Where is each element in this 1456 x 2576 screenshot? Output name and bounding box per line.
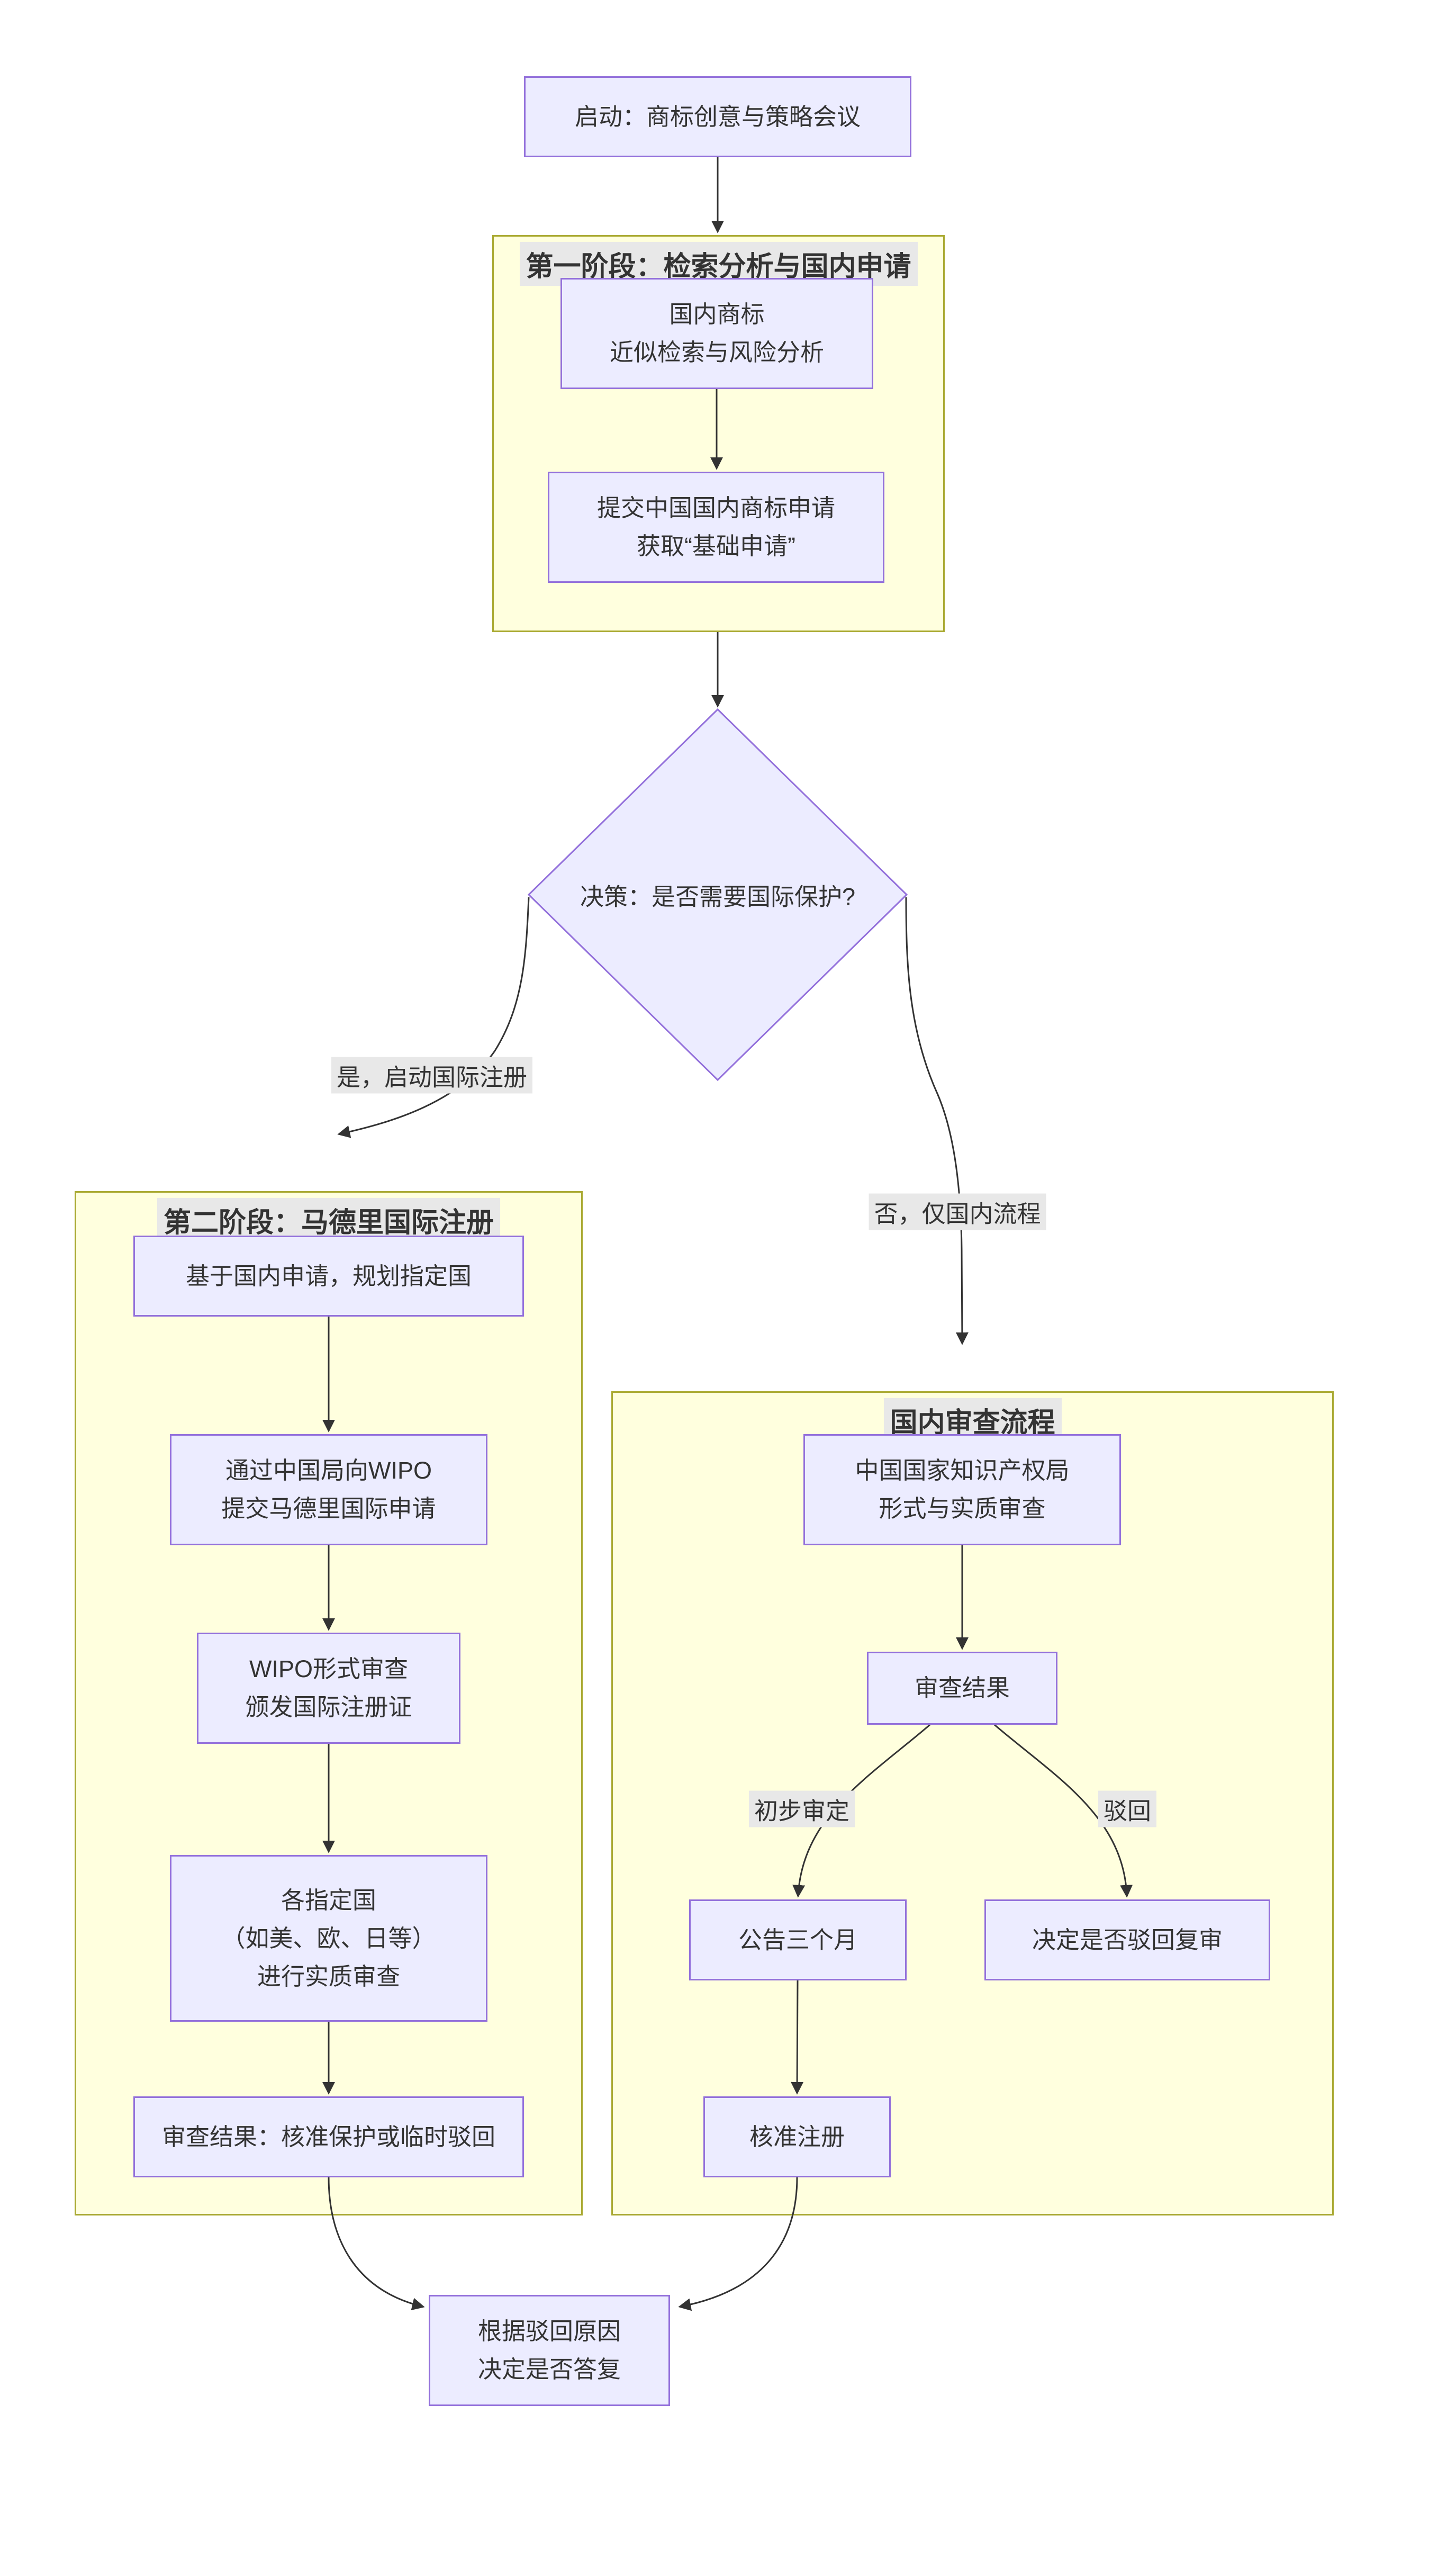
node-refusal-review: 决定是否驳回复审 [984, 1899, 1270, 1980]
node-cnipa-exam: 中国国家知识产权局 形式与实质审查 [803, 1434, 1121, 1545]
node-madrid-result: 审查结果：核准保护或临时驳回 [133, 2096, 524, 2177]
edge-label-preliminary: 初步审定 [748, 1790, 855, 1827]
node-submit-domestic: 提交中国国内商标申请 获取“基础申请” [548, 472, 884, 583]
edge-register-respond [678, 2177, 798, 2311]
node-decision-label: 决策：是否需要国际保护? [580, 883, 856, 911]
node-wipo-exam: WIPO形式审查 颁发国际注册证 [197, 1633, 460, 1744]
node-respond: 根据驳回原因 决定是否答复 [429, 2295, 670, 2406]
edge-decision-domestic [905, 897, 969, 1345]
node-designated-exam: 各指定国 （如美、欧、日等） 进行实质审查 [170, 1855, 487, 2022]
node-plan-countries: 基于国内申请，规划指定国 [133, 1236, 524, 1317]
edge-madridresult-respond [328, 2177, 425, 2311]
decision-diamond-shape [527, 708, 908, 1082]
node-wipo-submit: 通过中国局向WIPO 提交马德里国际申请 [170, 1434, 487, 1545]
edge-label-yes: 是，启动国际注册 [331, 1057, 533, 1094]
node-register: 核准注册 [703, 2096, 891, 2177]
edge-label-refused: 驳回 [1098, 1790, 1157, 1827]
edge-decision-phase2 [337, 897, 530, 1138]
edge-publication-register [791, 1980, 804, 2095]
edge-result-refusalreview [994, 1724, 1133, 1898]
cluster-phase2-title: 第二阶段：马德里国际注册 [157, 1198, 501, 1242]
node-start: 启动：商标创意与策略会议 [524, 76, 911, 157]
edge-label-no: 否，仅国内流程 [869, 1193, 1046, 1230]
node-publication: 公告三个月 [689, 1899, 907, 1980]
node-domestic-search: 国内商标 近似检索与风险分析 [560, 278, 873, 389]
node-exam-result: 审查结果 [867, 1652, 1057, 1725]
